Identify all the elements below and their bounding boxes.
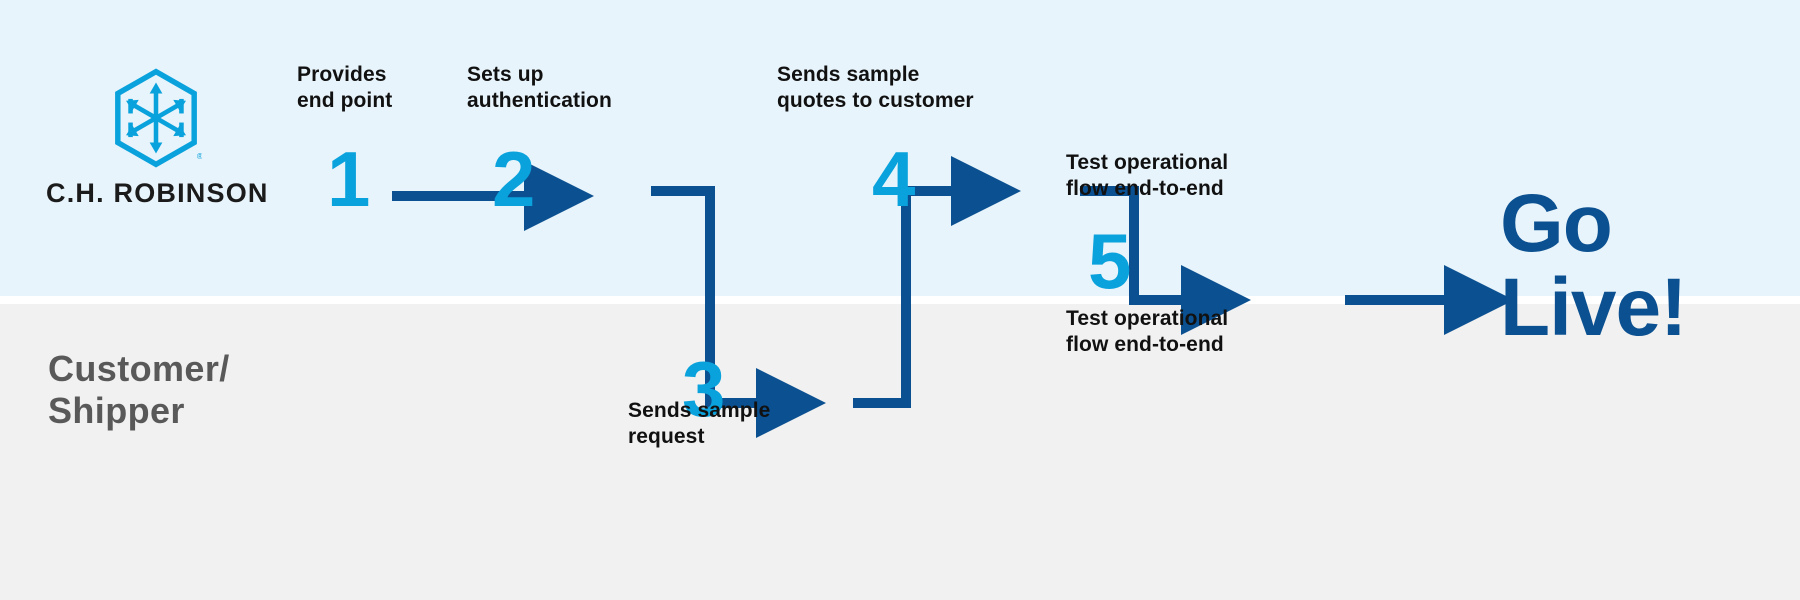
step-3-caption: Sends sample request bbox=[628, 398, 858, 449]
step-5-caption-above: Test operational flow end-to-end bbox=[1066, 150, 1296, 201]
hexagon-arrows-icon: ® bbox=[115, 68, 202, 168]
lane-label-line1: Customer/ bbox=[48, 348, 230, 389]
step-1-number: 1 bbox=[327, 135, 370, 223]
step-5-caption-above-line2: flow end-to-end bbox=[1066, 176, 1224, 200]
lane-label-customer-shipper: Customer/ Shipper bbox=[48, 348, 348, 432]
step-1-caption-line1: Provides bbox=[297, 63, 387, 86]
svg-text:®: ® bbox=[197, 152, 202, 161]
outcome-line2: Live! bbox=[1500, 261, 1687, 353]
step-2-caption: Sets up authentication bbox=[467, 62, 697, 113]
step-4-number: 4 bbox=[872, 135, 915, 223]
step-4-caption-line1: Sends sample bbox=[777, 63, 920, 86]
step-1-caption-line2: end point bbox=[297, 88, 393, 112]
step-3-number: 3 bbox=[682, 345, 725, 433]
brand-logo-block: ® C.H. ROBINSON bbox=[46, 68, 269, 209]
step-5-caption-below: Test operational flow end-to-end bbox=[1066, 306, 1296, 357]
step-5-caption-above-line1: Test operational bbox=[1066, 151, 1229, 174]
step-4-caption-line2: quotes to customer bbox=[777, 88, 974, 112]
step-4-caption: Sends sample quotes to customer bbox=[777, 62, 1057, 113]
step-5-number: 5 bbox=[1088, 217, 1131, 305]
outcome-go-live: Go Live! bbox=[1500, 178, 1687, 353]
step-2-number: 2 bbox=[492, 135, 535, 223]
step-2-caption-line1: Sets up bbox=[467, 63, 544, 86]
brand-wordmark: C.H. ROBINSON bbox=[46, 178, 269, 208]
step-3-caption-line2: request bbox=[628, 424, 705, 448]
step-5-caption-below-line2: flow end-to-end bbox=[1066, 332, 1224, 356]
step-2-caption-line2: authentication bbox=[467, 88, 612, 112]
step-3-caption-line1: Sends sample bbox=[628, 399, 771, 422]
step-1-caption: Provides end point bbox=[297, 62, 467, 113]
lane-label-line2: Shipper bbox=[48, 389, 185, 431]
step-5-caption-below-line1: Test operational bbox=[1066, 307, 1229, 330]
outcome-line1: Go bbox=[1500, 178, 1613, 269]
